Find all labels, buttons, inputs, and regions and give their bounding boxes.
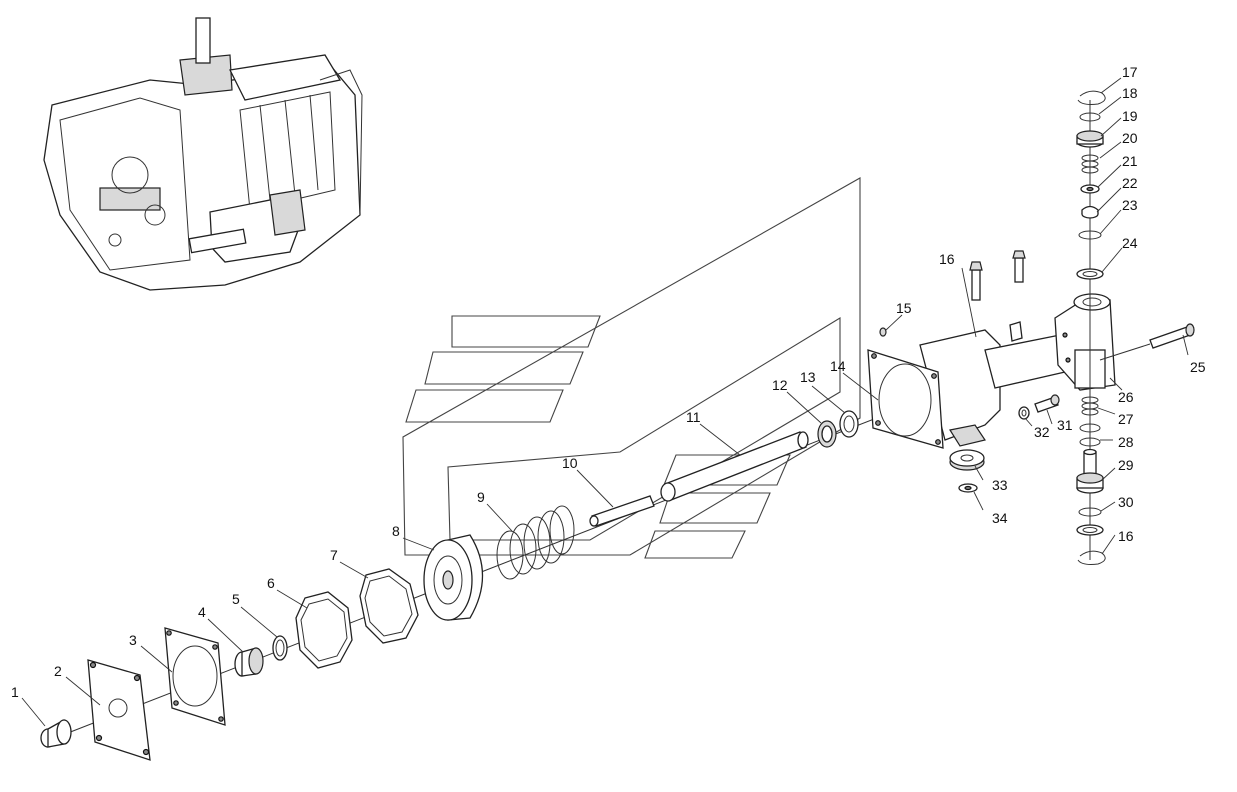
part-11-rod xyxy=(660,431,809,502)
part-6-octagonal-seal xyxy=(295,591,353,669)
callout-10: 10 xyxy=(562,455,578,471)
part-4-bushing xyxy=(234,647,264,677)
callout-33: 33 xyxy=(992,477,1008,493)
part-23-ring xyxy=(1078,230,1102,240)
valve-stack-lower xyxy=(1076,396,1106,565)
callout-16-top: 16 xyxy=(939,251,955,267)
callout-3: 3 xyxy=(129,632,137,648)
part-33-valve-disc xyxy=(949,449,985,471)
callout-11: 11 xyxy=(686,409,701,425)
part-32-washer xyxy=(1018,406,1030,420)
part-13-ring xyxy=(839,410,859,438)
part-27-spring xyxy=(1081,396,1099,416)
part-12-ring xyxy=(817,420,837,448)
callout-23: 23 xyxy=(1122,197,1138,213)
callout-21: 21 xyxy=(1122,153,1138,169)
watermark-logo xyxy=(402,177,861,559)
part-9-spring xyxy=(496,505,575,580)
part-30-ring xyxy=(1078,507,1102,517)
part-26-valve-body xyxy=(1054,293,1116,391)
part-1-cap xyxy=(40,719,72,748)
part-18-ring xyxy=(1079,112,1101,122)
callout-5: 5 xyxy=(232,591,240,607)
callout-25: 25 xyxy=(1190,359,1206,375)
callout-16-bottom: 16 xyxy=(1118,528,1134,544)
part-5-ring xyxy=(272,635,288,661)
callout-32: 32 xyxy=(1034,424,1050,440)
callout-20: 20 xyxy=(1122,130,1138,146)
part-25-bolt xyxy=(1099,323,1195,361)
part-10-pin xyxy=(589,495,655,527)
callout-29: 29 xyxy=(1118,457,1134,473)
callout-15: 15 xyxy=(896,300,912,316)
part-20-spring xyxy=(1081,154,1099,174)
callout-2: 2 xyxy=(54,663,62,679)
part-15-screw xyxy=(879,327,887,337)
gearbox-overview-inset xyxy=(43,17,363,291)
callout-17: 17 xyxy=(1122,64,1138,80)
part-7-octagonal-seal xyxy=(359,568,419,644)
callout-30: 30 xyxy=(1118,494,1134,510)
part-28-ring xyxy=(1079,423,1101,433)
part-29-valve xyxy=(1076,448,1104,494)
callout-12: 12 xyxy=(772,377,788,393)
part-14-cylinder-housing xyxy=(867,321,1066,449)
part-16-circlip xyxy=(1077,550,1106,565)
callout-9: 9 xyxy=(477,489,485,505)
callout-7: 7 xyxy=(330,547,338,563)
callout-6: 6 xyxy=(267,575,275,591)
part-31-bolt xyxy=(1034,394,1060,413)
callout-13: 13 xyxy=(800,369,816,385)
leader-lines xyxy=(21,77,1189,727)
callout-34: 34 xyxy=(992,510,1008,526)
part-2-cover-plate xyxy=(87,659,151,761)
part-17-circlip xyxy=(1077,90,1106,105)
callout-22: 22 xyxy=(1122,175,1138,191)
callout-4: 4 xyxy=(198,604,206,620)
callout-8: 8 xyxy=(392,523,400,539)
callout-26: 26 xyxy=(1118,389,1134,405)
callout-28: 28 xyxy=(1118,434,1134,450)
part-24-bushing xyxy=(1076,268,1104,280)
callout-31: 31 xyxy=(1057,417,1073,433)
part-34-washer xyxy=(958,483,978,493)
part-8-piston xyxy=(423,534,484,621)
callout-numbers: 1 2 3 4 5 6 7 8 9 10 11 12 13 14 15 16 1… xyxy=(11,64,1206,700)
callout-27: 27 xyxy=(1118,411,1134,427)
callout-1: 1 xyxy=(11,684,19,700)
callout-19: 19 xyxy=(1122,108,1138,124)
valve-stack-upper xyxy=(1076,90,1106,280)
callout-24: 24 xyxy=(1122,235,1138,251)
part-3-gasket xyxy=(164,627,226,726)
callout-18: 18 xyxy=(1122,85,1138,101)
callout-14: 14 xyxy=(830,358,846,374)
part-16-fitting xyxy=(969,250,1026,301)
